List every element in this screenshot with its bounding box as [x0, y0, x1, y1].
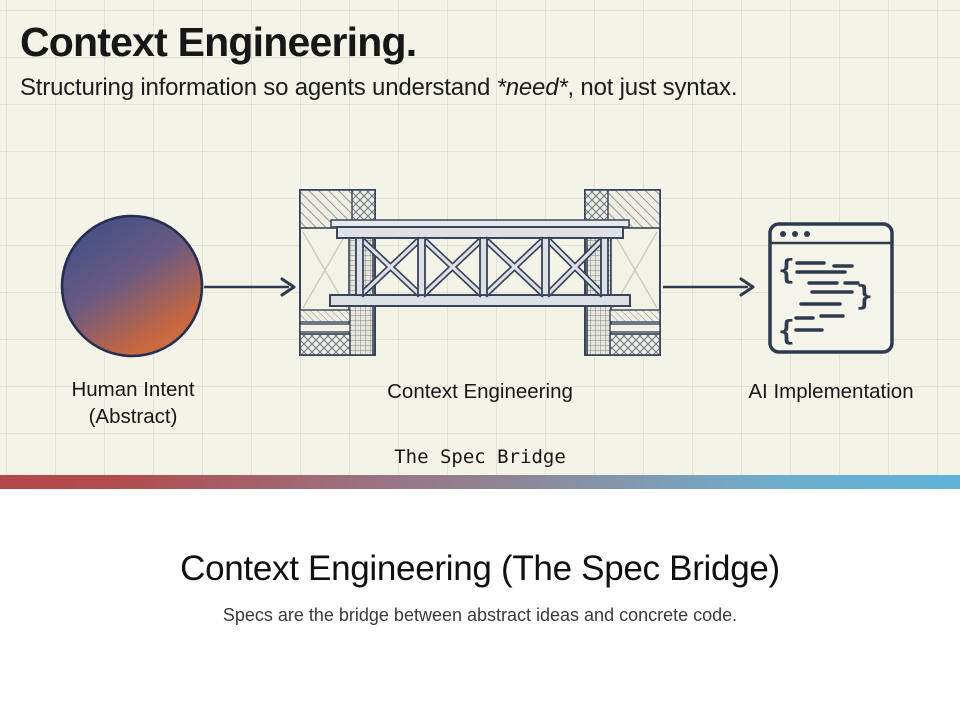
illustration-subtitle: Structuring information so agents unders… — [20, 74, 738, 102]
subtitle-suffix: , not just syntax. — [567, 74, 738, 101]
label-human-intent: Human Intent (Abstract) — [33, 377, 233, 430]
divider-gradient-bar — [0, 475, 960, 489]
code-window-icon: { } { — [768, 222, 894, 354]
bridge-illustration — [299, 189, 661, 356]
label-context-engineering: Context Engineering — [387, 380, 573, 403]
subtitle-emphasis: *need* — [496, 74, 568, 101]
subtitle-prefix: Structuring information so agents unders… — [20, 74, 497, 101]
spec-bridge-caption: The Spec Bridge — [394, 446, 566, 468]
brace-open-glyph: { — [778, 253, 795, 286]
human-intent-circle — [60, 214, 204, 358]
diagram-canvas: { } { — [60, 189, 894, 358]
footer-subheading: Specs are the bridge between abstract id… — [222, 605, 738, 625]
footer-heading: Context Engineering (The Spec Bridge) — [180, 549, 780, 588]
illustration-section: { } { Context Engineering. Structuring i… — [0, 0, 960, 475]
arrow-right-icon — [204, 277, 296, 297]
label-human-intent-line2: (Abstract) — [88, 404, 178, 428]
footer-section: Context Engineering (The Spec Bridge) Sp… — [0, 489, 960, 720]
brace-open-glyph: { — [778, 314, 795, 347]
brace-close-glyph: } — [856, 279, 873, 312]
label-human-intent-line1: Human Intent — [71, 378, 195, 401]
arrow-right-icon — [663, 277, 755, 297]
label-ai-implementation: AI Implementation — [748, 380, 914, 403]
illustration-title: Context Engineering. — [20, 19, 417, 65]
